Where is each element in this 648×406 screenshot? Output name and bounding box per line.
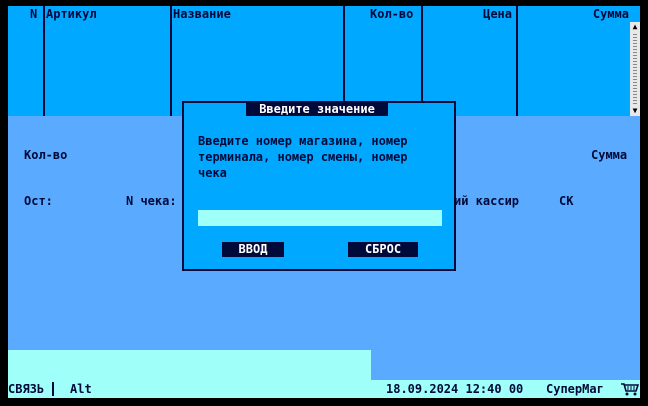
dialog-value-input[interactable]: [198, 210, 442, 226]
column-divider: [421, 6, 423, 116]
column-header-article[interactable]: Артикул: [46, 7, 97, 21]
reset-button[interactable]: СБРОС: [348, 242, 418, 257]
status-divider: [52, 382, 54, 396]
alt-key-hint: Alt: [70, 382, 92, 396]
column-header-number[interactable]: N: [30, 7, 38, 21]
qty-label: Кол-во: [24, 148, 68, 162]
column-header-qty[interactable]: Кол-во: [370, 7, 414, 21]
main-window: N Артикул Название Кол-во Цена Сумма ▲ ▼…: [8, 6, 640, 398]
status-bar: СВЯЗЬ Alt 18.09.2024 12:40 00 СуперМаг: [8, 380, 640, 398]
scroll-down-arrow-icon[interactable]: ▼: [632, 106, 638, 115]
receipt-table[interactable]: N Артикул Название Кол-во Цена Сумма ▲ ▼: [8, 6, 640, 116]
column-header-price[interactable]: Цена: [483, 7, 512, 21]
sk-label: СК: [559, 194, 574, 208]
receipt-number-label: N чека:: [126, 194, 177, 208]
datetime-display: 18.09.2024 12:40 00: [386, 382, 524, 396]
scrollbar-track[interactable]: [633, 34, 637, 104]
stock-label: Ост:: [24, 194, 53, 208]
enter-button[interactable]: ВВОД: [222, 242, 284, 257]
connection-status[interactable]: СВЯЗЬ: [8, 382, 45, 396]
dialog-message: Введите номер магазина, номер терминала,…: [198, 134, 408, 180]
column-divider: [43, 6, 45, 116]
column-header-name[interactable]: Название: [173, 7, 231, 21]
column-divider: [170, 6, 172, 116]
cashier-label: ий кассир: [454, 194, 520, 208]
column-divider: [516, 6, 518, 116]
command-input[interactable]: [8, 350, 371, 380]
column-divider: [343, 6, 345, 116]
column-header-sum[interactable]: Сумма: [592, 7, 629, 21]
scroll-up-arrow-icon[interactable]: ▲: [632, 22, 638, 31]
app-name: СуперМаг: [546, 382, 604, 396]
table-scrollbar[interactable]: ▲ ▼: [630, 22, 640, 116]
dialog-title: Введите значение: [246, 102, 388, 116]
shopping-cart-icon: [621, 382, 640, 396]
sum-label: Сумма: [591, 148, 628, 162]
input-dialog: Введите значение Введите номер магазина,…: [182, 101, 456, 271]
